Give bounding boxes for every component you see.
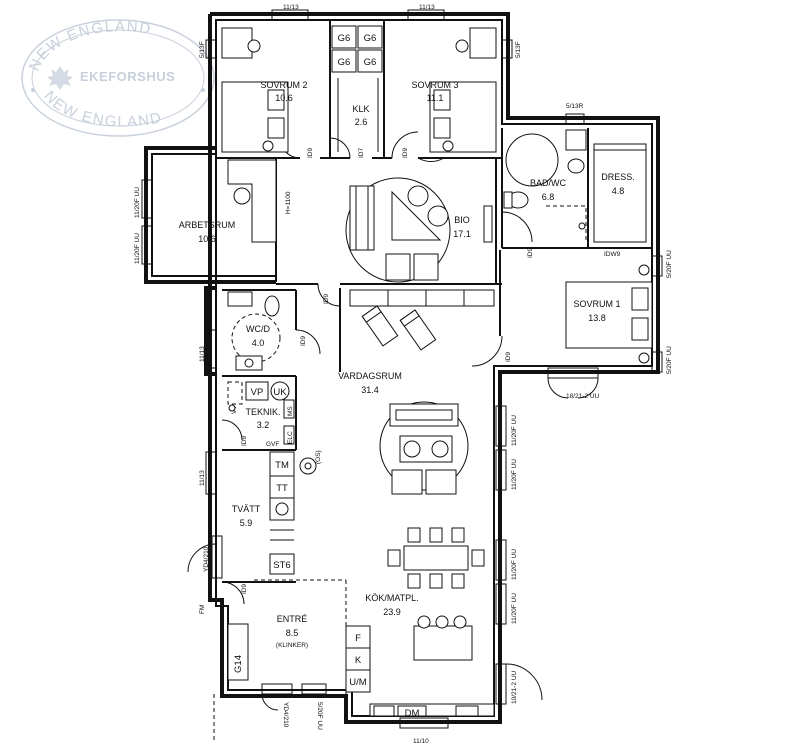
window-label: 11/20F UU bbox=[134, 233, 141, 264]
room-name: DRESS. bbox=[601, 172, 635, 182]
window-label: 5/20F UU bbox=[316, 702, 323, 730]
dishwasher-label: DM bbox=[405, 708, 420, 719]
window-label: 11/13 bbox=[419, 4, 435, 11]
room-name: VARDAGSRUM bbox=[338, 371, 402, 381]
heatpump-label: VP bbox=[251, 387, 264, 398]
window-label: 18/21-2 UU bbox=[566, 393, 600, 400]
room-area: 10.6 bbox=[198, 234, 216, 244]
window-label: 5/20F UU bbox=[666, 346, 673, 374]
window-label: 5/13R bbox=[566, 103, 584, 110]
room-name: WC/D bbox=[246, 324, 270, 334]
windows bbox=[141, 9, 663, 729]
door-label: ID9 bbox=[527, 248, 534, 259]
wardrobe-label: G6 bbox=[338, 33, 351, 44]
elc-label: ELC bbox=[287, 431, 294, 444]
room-name: ARBETSRUM bbox=[179, 220, 236, 230]
room-name: BIO bbox=[454, 215, 470, 225]
wardrobe-label: G14 bbox=[233, 655, 244, 673]
room-area: 4.0 bbox=[252, 338, 265, 348]
room-name: ENTRÉ bbox=[277, 614, 308, 624]
room-labels: SOVRUM 2 10.6 SOVRUM 3 11.1 KLK 2.6 ARBE… bbox=[179, 80, 635, 649]
door-label: ID9 bbox=[402, 148, 409, 159]
oven-label: U/M bbox=[349, 677, 367, 688]
window-label: 11/13 bbox=[199, 346, 206, 362]
room-area: 3.2 bbox=[257, 420, 270, 430]
fm-label: FM bbox=[199, 605, 206, 614]
window-label: 11/20F UU bbox=[511, 593, 518, 624]
room-name: KÖK/MATPL. bbox=[365, 593, 418, 603]
room-area: 13.8 bbox=[588, 313, 606, 323]
stove-label: (OS) bbox=[315, 450, 322, 464]
door-label: ID9 bbox=[300, 336, 307, 347]
wardrobe-label: G6 bbox=[338, 57, 351, 68]
gvf-label: GVF bbox=[266, 441, 279, 448]
window-label: 11/13 bbox=[199, 470, 206, 486]
cabinet-label: ST6 bbox=[273, 560, 290, 571]
room-area: 31.4 bbox=[361, 385, 379, 395]
window-labels: 11/13 11/13 5/13F 5/13F 5/13R 11/20F UU … bbox=[134, 4, 673, 745]
window-label: 10/21-2 UU bbox=[511, 670, 518, 704]
door-label: ID9 bbox=[505, 352, 512, 363]
window-label: YD4/210 bbox=[282, 702, 289, 728]
oak-leaf-icon bbox=[47, 66, 73, 90]
room-name: SOVRUM 2 bbox=[260, 80, 307, 90]
height-note: H=1100 bbox=[285, 191, 292, 214]
wardrobe-label: G6 bbox=[364, 33, 377, 44]
room-note: (KLINKER) bbox=[276, 642, 308, 649]
door-label: ID7 bbox=[358, 148, 365, 159]
door-label: ID9 bbox=[241, 436, 248, 447]
meter-label: MS bbox=[287, 406, 294, 416]
door-labels: ID9 ID7 ID9 ID9 ID9 IDW9 ID9 ID9 ID9 ID9 bbox=[241, 148, 621, 595]
room-area: 11.1 bbox=[427, 93, 444, 103]
room-name: KLK bbox=[352, 104, 369, 114]
fridge-label: F bbox=[355, 633, 361, 644]
room-name: TEKNIK. bbox=[245, 407, 280, 417]
furniture: G6 G6 G6 G6 H=1100 bbox=[199, 25, 653, 740]
window-label: 11/13 bbox=[283, 4, 299, 11]
wardrobe-label: G6 bbox=[364, 57, 377, 68]
washer-label: TM bbox=[275, 460, 289, 471]
freezer-label: K bbox=[355, 655, 362, 666]
room-name: SOVRUM 3 bbox=[411, 80, 458, 90]
room-area: 8.5 bbox=[286, 628, 299, 638]
door-label: ID9 bbox=[323, 294, 330, 305]
window-label: 5/13F bbox=[199, 41, 206, 58]
boiler-label: UK bbox=[273, 387, 287, 398]
window-label: 11/20F UU bbox=[511, 459, 518, 490]
brand-logo: NEW ENGLAND NEW ENGLAND EKEFORSHUS bbox=[21, 18, 215, 137]
room-name: TVÄTT bbox=[232, 504, 261, 514]
doors bbox=[187, 131, 599, 711]
room-area: 5.9 bbox=[240, 518, 253, 528]
room-area: 6.8 bbox=[542, 192, 555, 202]
logo-brand: EKEFORSHUS bbox=[80, 69, 175, 84]
dryer-label: TT bbox=[276, 483, 288, 494]
door-label: ID9 bbox=[307, 148, 314, 159]
window-label: YD4/210 bbox=[203, 546, 210, 572]
door-label: IDW9 bbox=[604, 251, 621, 258]
window-label: 11/10 bbox=[413, 738, 429, 745]
room-name: SOVRUM 1 bbox=[573, 299, 620, 309]
window-label: 11/20F UU bbox=[511, 549, 518, 580]
room-area: 4.8 bbox=[612, 186, 625, 196]
window-label: 11/20F UU bbox=[134, 187, 141, 218]
room-area: 10.6 bbox=[275, 93, 293, 103]
room-area: 17.1 bbox=[453, 229, 471, 239]
window-label: 5/20F UU bbox=[666, 250, 673, 278]
door-label: ID9 bbox=[241, 584, 248, 595]
window-label: 11/20F UU bbox=[511, 415, 518, 446]
room-area: 23.9 bbox=[383, 607, 401, 617]
room-area: 2.6 bbox=[355, 117, 368, 127]
room-name: BAD/WC bbox=[530, 178, 567, 188]
window-label: 5/13F bbox=[515, 41, 522, 58]
